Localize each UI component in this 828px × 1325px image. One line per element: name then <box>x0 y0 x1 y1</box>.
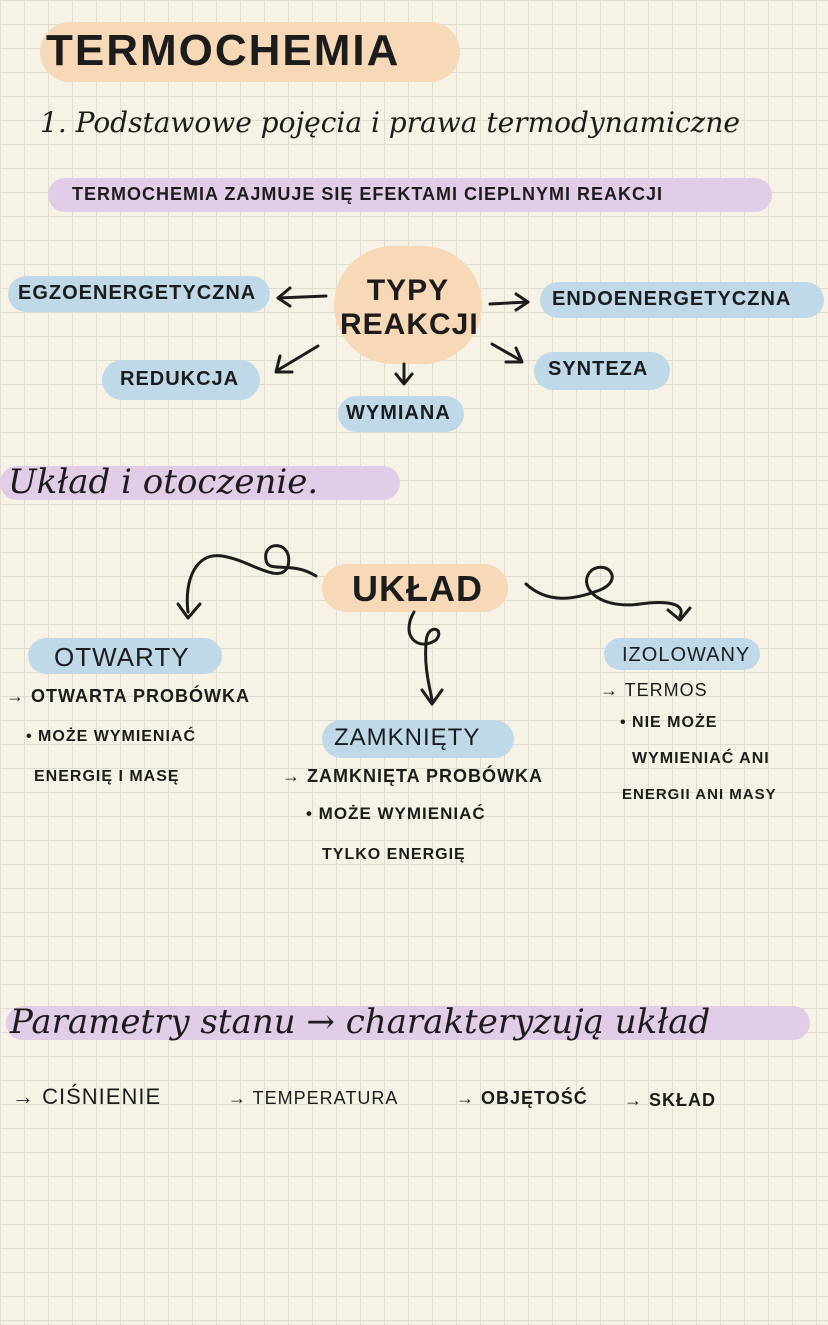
reactions-center: Typy reakcji <box>340 274 479 341</box>
reaction-egzo: Egzoenergetyczna <box>18 282 257 304</box>
uklad-highlight <box>322 564 508 612</box>
system-open-desc-2: energię i masę <box>34 768 180 785</box>
reactions-center-highlight <box>334 246 482 364</box>
reaction-redukcja: Redukcja <box>120 368 240 390</box>
definition-text: Termochemia zajmuje się efektami cieplny… <box>72 184 664 204</box>
synteza-highlight <box>534 352 670 390</box>
system-closed-example: → Zamknięta probówka <box>282 766 543 786</box>
wymiana-highlight <box>338 396 464 432</box>
section2-heading: Układ i otoczenie. <box>8 462 319 502</box>
system-open-label: Otwarty <box>54 642 190 672</box>
redukcja-highlight <box>102 360 260 400</box>
page-subtitle: 1. Podstawowe pojęcia i prawa termodynam… <box>40 106 740 139</box>
zamkniety-highlight <box>322 720 514 758</box>
param-item: → Ciśnienie <box>12 1084 162 1109</box>
izolowany-highlight <box>604 638 760 670</box>
egzo-highlight <box>8 276 270 312</box>
params-highlight <box>6 1006 810 1040</box>
system-isolated-desc-2: wymieniać ani <box>632 750 770 767</box>
otwarty-highlight <box>28 638 222 674</box>
endo-highlight <box>540 282 824 318</box>
system-center: Układ <box>352 568 483 609</box>
system-isolated-desc-3: energii ani masy <box>622 786 777 803</box>
section2-highlight <box>0 466 400 500</box>
system-open-desc-1: • Może wymieniać <box>26 728 197 745</box>
params-heading: Parametry stanu → charakteryzują układ <box>10 1002 711 1042</box>
param-item: → Skład <box>624 1090 716 1110</box>
reaction-synteza: Synteza <box>548 358 649 380</box>
system-isolated-example: → Termos <box>600 680 708 700</box>
title-highlight <box>40 22 460 82</box>
page-title: Termochemia <box>46 26 401 75</box>
reaction-endo: Endoenergetyczna <box>552 288 792 310</box>
system-closed-label: Zamknięty <box>334 724 481 751</box>
reaction-wymiana: Wymiana <box>346 402 451 424</box>
param-item: → Temperatura <box>228 1088 399 1108</box>
param-item: → Objętość <box>456 1088 588 1108</box>
definition-highlight <box>48 178 772 212</box>
system-isolated-label: Izolowany <box>622 644 751 666</box>
system-closed-desc-1: • Może wymieniać <box>306 804 486 823</box>
system-isolated-desc-1: • Nie może <box>620 714 718 731</box>
system-open-example: → Otwarta probówka <box>6 686 250 706</box>
system-closed-desc-2: tylko energię <box>322 846 466 863</box>
